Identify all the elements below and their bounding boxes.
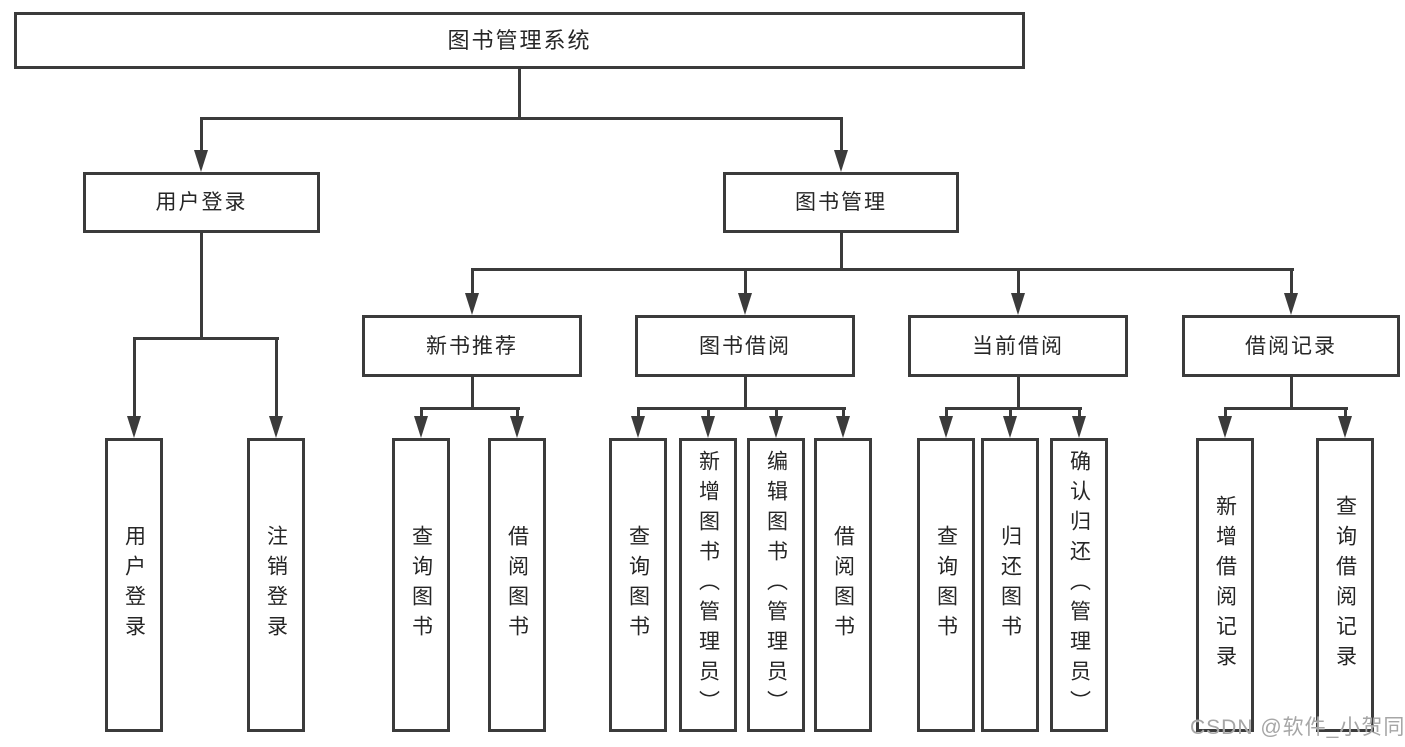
connector-to-current-borrowing xyxy=(1017,268,1020,297)
node-user-login: 用户登录 xyxy=(83,172,320,233)
connector-to-book-borrowing xyxy=(744,268,747,297)
connector-leaf xyxy=(1078,407,1081,420)
connector-leaf xyxy=(842,407,845,420)
connector-root-stem xyxy=(518,66,521,120)
leaf-query-books-borrowing: 查询图书 xyxy=(609,438,667,732)
arrowhead xyxy=(738,293,752,315)
connector-leaf xyxy=(1009,407,1012,420)
connector-leaf xyxy=(420,407,423,420)
arrowhead xyxy=(1338,416,1352,438)
leaf-user-login: 用户登录 xyxy=(105,438,163,732)
connector-leaf xyxy=(775,407,778,420)
leaf-logout: 注销登录 xyxy=(247,438,305,732)
leaf-borrow-books-borrowing: 借阅图书 xyxy=(814,438,872,732)
connector-leaf xyxy=(1224,407,1227,420)
arrowhead xyxy=(939,416,953,438)
node-book-borrowing: 图书借阅 xyxy=(635,315,855,377)
node-borrowing-records: 借阅记录 xyxy=(1182,315,1400,377)
leaf-return-book: 归还图书 xyxy=(981,438,1039,732)
connector-leaf xyxy=(1344,407,1347,420)
arrowhead xyxy=(194,150,208,172)
arrowhead xyxy=(1218,416,1232,438)
arrowhead xyxy=(465,293,479,315)
arrowhead xyxy=(269,416,283,438)
arrowhead xyxy=(510,416,524,438)
arrowhead xyxy=(836,416,850,438)
leaf-add-borrow-record: 新增借阅记录 xyxy=(1196,438,1254,732)
arrowhead xyxy=(701,416,715,438)
connector-leaf xyxy=(945,407,948,420)
arrowhead xyxy=(769,416,783,438)
node-library-management-system: 图书管理系统 xyxy=(14,12,1025,69)
connector-leaf xyxy=(707,407,710,420)
arrowhead xyxy=(1072,416,1086,438)
connector-borrowing-records-rail xyxy=(1224,407,1348,410)
connector-book-borrowing-rail xyxy=(637,407,846,410)
node-current-borrowing: 当前借阅 xyxy=(908,315,1128,377)
arrowhead xyxy=(834,150,848,172)
connector-level2-rail xyxy=(200,117,843,120)
connector-borrowing-records-stem xyxy=(1290,374,1293,410)
connector-to-leaf-user-login xyxy=(133,337,136,420)
connector-to-book-management xyxy=(840,117,843,154)
connector-to-user-login xyxy=(200,117,203,154)
arrowhead xyxy=(1284,293,1298,315)
csdn-watermark: CSDN @软件_小贺同学 xyxy=(1190,716,1405,739)
connector-book-borrowing-stem xyxy=(744,374,747,410)
connector-to-new-book xyxy=(471,268,474,297)
connector-leaf xyxy=(637,407,640,420)
arrowhead xyxy=(1003,416,1017,438)
connector-current-borrowing-stem xyxy=(1017,374,1020,410)
leaf-query-books-recommend: 查询图书 xyxy=(392,438,450,732)
leaf-edit-book-admin: 编辑图书（管理员） xyxy=(747,438,805,732)
connector-new-book-rail xyxy=(420,407,520,410)
connector-leaf xyxy=(516,407,519,420)
connector-to-leaf-logout xyxy=(275,337,278,420)
connector-user-login-stem xyxy=(200,230,203,340)
leaf-query-borrow-record: 查询借阅记录 xyxy=(1316,438,1374,732)
arrowhead xyxy=(1011,293,1025,315)
connector-to-borrowing-records xyxy=(1290,268,1293,297)
arrowhead xyxy=(127,416,141,438)
connector-new-book-stem xyxy=(471,374,474,410)
connector-user-login-rail xyxy=(133,337,279,340)
leaf-add-book-admin: 新增图书（管理员） xyxy=(679,438,737,732)
leaf-confirm-return-admin: 确认归还（管理员） xyxy=(1050,438,1108,732)
node-new-book-recommendation: 新书推荐 xyxy=(362,315,582,377)
connector-level3-rail xyxy=(471,268,1294,271)
arrowhead xyxy=(414,416,428,438)
leaf-query-books-current: 查询图书 xyxy=(917,438,975,732)
arrowhead xyxy=(631,416,645,438)
leaf-borrow-books-recommend: 借阅图书 xyxy=(488,438,546,732)
connector-current-borrowing-rail xyxy=(945,407,1082,410)
connector-book-management-stem xyxy=(840,230,843,271)
node-book-management: 图书管理 xyxy=(723,172,959,233)
